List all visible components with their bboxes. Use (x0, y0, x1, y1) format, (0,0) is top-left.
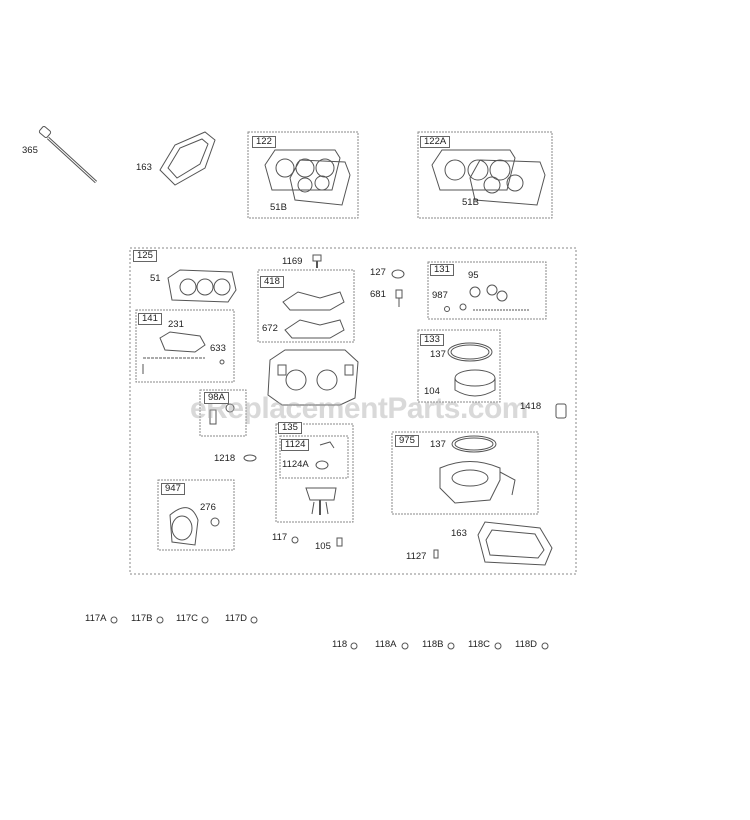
kit-125-box (129, 247, 577, 575)
part-1218-drawing (243, 454, 257, 462)
label-137-b: 137 (430, 439, 446, 450)
label-365: 365 (22, 145, 38, 156)
kit-947-box (157, 479, 235, 551)
label-51: 51 (150, 273, 161, 284)
carburetor-body-drawing (267, 349, 359, 406)
tag-133: 133 (420, 334, 444, 346)
part-681-drawing (395, 289, 403, 307)
label-1127: 1127 (406, 551, 427, 562)
label-1124a: 1124A (282, 459, 309, 470)
label-118d: 118D (515, 639, 538, 650)
kit-141-box (135, 309, 235, 383)
label-987: 987 (432, 290, 448, 301)
label-118a: 118A (375, 639, 397, 650)
label-672: 672 (262, 323, 278, 334)
part-127-drawing (391, 269, 405, 279)
label-231: 231 (168, 319, 184, 330)
tag-418: 418 (260, 276, 284, 288)
tag-125: 125 (133, 250, 157, 262)
label-163-top: 163 (136, 162, 152, 173)
label-117a: 117A (85, 613, 107, 624)
label-276: 276 (200, 502, 216, 513)
label-51b-a: 51B (270, 202, 287, 213)
label-127: 127 (370, 267, 386, 278)
tag-122: 122 (252, 136, 276, 148)
label-163-bottom: 163 (451, 528, 467, 539)
kit-418-box (257, 269, 355, 343)
label-118c: 118C (468, 639, 491, 650)
label-1418: 1418 (520, 401, 542, 412)
tag-141: 141 (138, 313, 162, 325)
fasteners-drawing (110, 536, 549, 650)
label-117d: 117D (225, 613, 248, 624)
tag-135: 135 (278, 422, 302, 434)
gasket-163-bottom-drawing (477, 521, 553, 566)
label-118: 118 (332, 639, 348, 650)
kit-122a-box (417, 131, 553, 219)
label-117b: 117B (131, 613, 153, 624)
label-681: 681 (370, 289, 386, 300)
label-633: 633 (210, 343, 226, 354)
gasket-163-top-drawing (159, 131, 216, 186)
tag-1124: 1124 (281, 439, 310, 451)
part-1418-drawing (555, 403, 567, 419)
part-1169-drawing (312, 254, 322, 268)
bolt-365-drawing (38, 126, 98, 184)
kit-133-box (417, 329, 501, 403)
kit-98a-box (199, 389, 247, 437)
label-137-a: 137 (430, 349, 446, 360)
label-117c: 117C (176, 613, 199, 624)
kit-975-box (391, 431, 539, 515)
label-1169: 1169 (282, 256, 303, 267)
label-1218: 1218 (214, 453, 236, 464)
label-104: 104 (424, 386, 440, 397)
label-118b: 118B (422, 639, 444, 650)
gasket-51-drawing (167, 269, 237, 303)
kit-135-box (275, 423, 354, 523)
tag-947: 947 (161, 483, 185, 495)
label-117: 117 (272, 532, 288, 543)
kit-131-box (427, 261, 547, 320)
label-51b-b: 51B (462, 197, 479, 208)
tag-98a: 98A (204, 392, 229, 404)
tag-122a: 122A (420, 136, 451, 148)
label-105: 105 (315, 541, 331, 552)
label-95: 95 (468, 270, 479, 281)
tag-975: 975 (395, 435, 419, 447)
tag-131: 131 (430, 264, 454, 276)
kit-122-box (247, 131, 359, 219)
